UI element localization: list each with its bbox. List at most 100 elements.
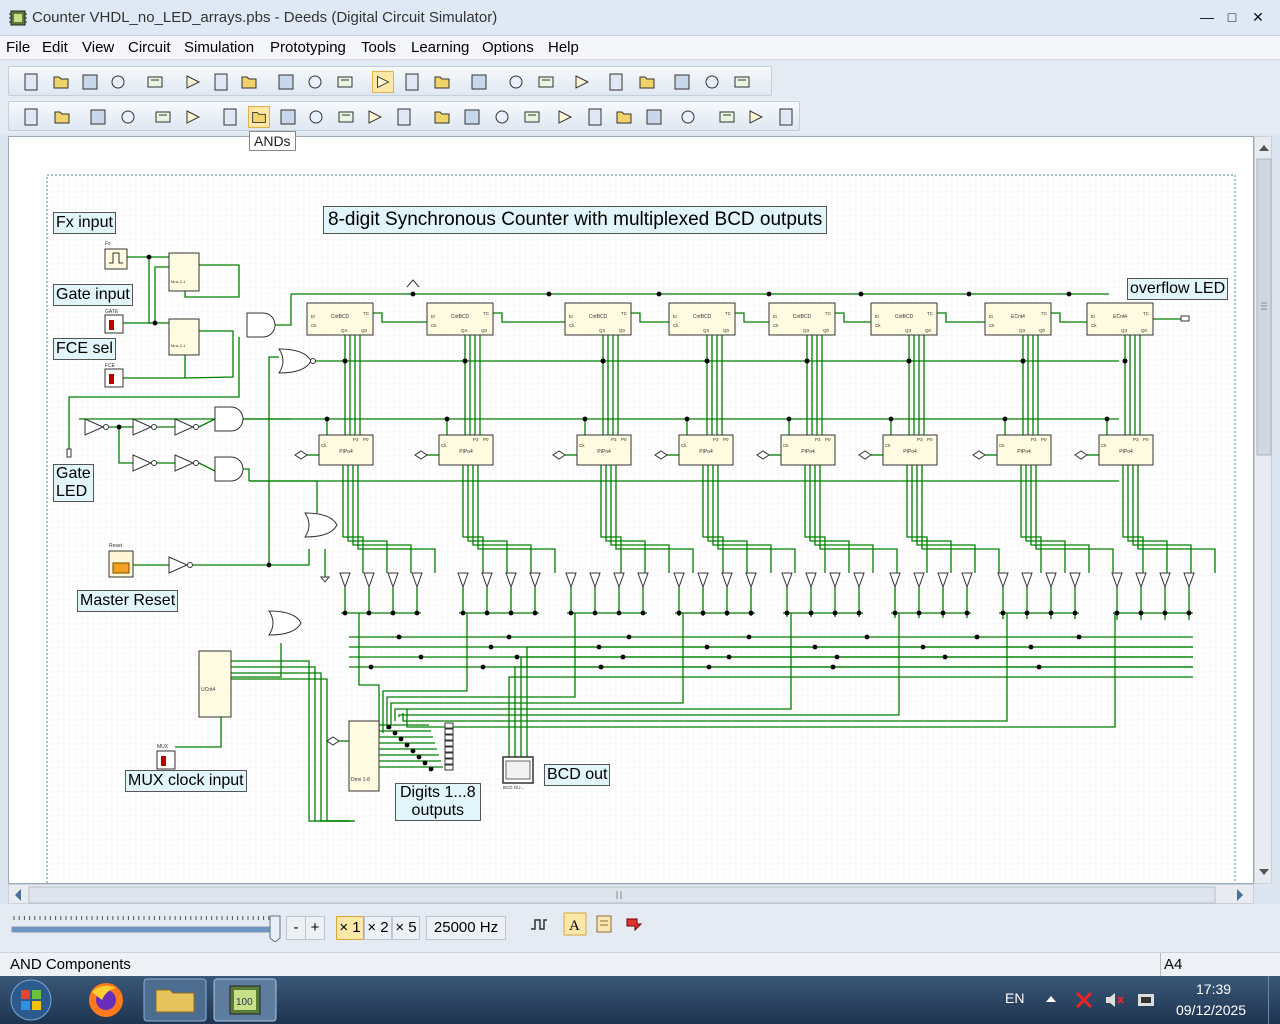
and-gate-led-a[interactable]	[215, 407, 243, 431]
digit-output-led[interactable]	[445, 723, 453, 728]
zoom-in-icon[interactable]	[275, 71, 297, 93]
notes-icon[interactable]	[594, 914, 614, 934]
speed-minus-button[interactable]: -	[286, 916, 306, 940]
horizontal-scrollbar[interactable]	[8, 884, 1254, 904]
clock-date[interactable]: 09/12/2025	[1176, 1002, 1246, 1018]
action-center-icon[interactable]	[1136, 990, 1158, 1010]
eraser-icon[interactable]	[468, 71, 490, 93]
encoder-icon[interactable]	[491, 106, 513, 128]
bus-icon[interactable]	[745, 106, 767, 128]
fpga-board-icon[interactable]	[605, 71, 627, 93]
digit-output-led[interactable]	[445, 753, 453, 758]
start-orb-icon[interactable]	[8, 978, 54, 1022]
volume-muted-icon[interactable]	[1104, 990, 1126, 1010]
mux-clock-counter[interactable]	[199, 651, 231, 717]
pushbutton-icon[interactable]	[117, 106, 139, 128]
chip-c-icon[interactable]	[731, 71, 753, 93]
nand-icon[interactable]	[305, 106, 327, 128]
print-icon[interactable]	[107, 71, 129, 93]
mux-2-1-b[interactable]	[169, 319, 199, 355]
vertical-scroll-thumb[interactable]	[1257, 159, 1271, 455]
decoder-icon[interactable]	[521, 106, 543, 128]
label-icon[interactable]	[775, 106, 797, 128]
menu-prototyping[interactable]: Prototyping	[270, 39, 346, 56]
nor-icon[interactable]	[335, 106, 357, 128]
clock-icon[interactable]	[87, 106, 109, 128]
rom-icon[interactable]	[643, 106, 665, 128]
chip-b-icon[interactable]	[701, 71, 723, 93]
speed-slider-thumb[interactable]	[270, 916, 280, 942]
input-switch-icon[interactable]	[20, 106, 42, 128]
maximize-button[interactable]: □	[1221, 6, 1243, 28]
timing-diagram-icon[interactable]	[535, 71, 557, 93]
cpu-icon[interactable]	[716, 106, 738, 128]
open-folder-icon[interactable]	[50, 71, 72, 93]
cut-icon[interactable]	[182, 71, 204, 93]
show-desktop-button[interactable]	[1268, 976, 1280, 1024]
flipflop-icon[interactable]	[554, 106, 576, 128]
multiplier-x1-button[interactable]: × 1	[336, 916, 364, 940]
firefox-icon[interactable]	[78, 978, 134, 1022]
buffer-icon[interactable]	[219, 106, 241, 128]
digit-output-led[interactable]	[445, 759, 453, 764]
file-explorer-icon[interactable]	[142, 978, 208, 1022]
network-error-icon[interactable]	[1074, 990, 1094, 1010]
text-tool-icon[interactable]: A	[563, 912, 587, 936]
xnor-icon[interactable]	[393, 106, 415, 128]
digit-output-led[interactable]	[445, 735, 453, 740]
digit-output-led[interactable]	[445, 741, 453, 746]
digit-output-led[interactable]	[445, 747, 453, 752]
schematic-canvas[interactable]: CntBCDEiCkTCQ3Q0CntBCDEiCkTCQ3Q0CntBCDEi…	[8, 136, 1254, 884]
menu-simulation[interactable]: Simulation	[184, 39, 254, 56]
paste-icon[interactable]	[238, 71, 260, 93]
overflow-led[interactable]	[1181, 316, 1189, 321]
mux-icon[interactable]	[431, 106, 453, 128]
language-indicator[interactable]: EN	[1005, 990, 1024, 1006]
deeds-app-icon[interactable]: 100	[212, 978, 278, 1022]
scroll-down-arrow-icon[interactable]	[1259, 869, 1269, 875]
speed-slider[interactable]	[10, 912, 282, 942]
gate-led[interactable]	[67, 449, 71, 457]
mux-2-1-a[interactable]	[169, 253, 199, 291]
select-arrow-icon[interactable]	[372, 71, 394, 93]
wire-cross-icon[interactable]	[182, 106, 204, 128]
wire-pen-icon[interactable]	[401, 71, 423, 93]
chip-a-icon[interactable]	[671, 71, 693, 93]
speed-plus-button[interactable]: +	[305, 916, 325, 940]
horizontal-scroll-thumb[interactable]	[29, 887, 1215, 903]
menu-view[interactable]: View	[82, 39, 114, 56]
clock-time[interactable]: 17:39	[1196, 981, 1231, 997]
and-gate-led-b[interactable]	[215, 457, 243, 481]
pan-hand-icon[interactable]	[334, 71, 356, 93]
simulate-play-icon[interactable]	[505, 71, 527, 93]
output-led-icon[interactable]	[51, 106, 73, 128]
show-hidden-icons-icon[interactable]	[1044, 992, 1058, 1006]
menu-options[interactable]: Options	[482, 39, 534, 56]
multiplier-x2-button[interactable]: × 2	[364, 916, 392, 940]
register-icon[interactable]	[584, 106, 606, 128]
copy-icon[interactable]	[210, 71, 232, 93]
scroll-up-arrow-icon[interactable]	[1259, 145, 1269, 151]
save-icon[interactable]	[79, 71, 101, 93]
memory-icon[interactable]	[636, 71, 658, 93]
zoom-out-icon[interactable]	[304, 71, 326, 93]
and-gate-enable[interactable]	[247, 313, 275, 337]
digit-output-led[interactable]	[445, 765, 453, 770]
demux-icon[interactable]	[461, 106, 483, 128]
scroll-right-arrow-icon[interactable]	[1237, 889, 1243, 901]
or-gate-icon[interactable]	[277, 106, 299, 128]
menu-edit[interactable]: Edit	[42, 39, 68, 56]
and-gate-icon[interactable]	[248, 106, 270, 128]
menu-circuit[interactable]: Circuit	[128, 39, 171, 56]
vertical-scrollbar[interactable]	[1254, 136, 1272, 884]
menu-file[interactable]: File	[6, 39, 30, 56]
step-clock-icon[interactable]	[528, 914, 550, 936]
align-icon[interactable]	[571, 71, 593, 93]
wire-node-icon[interactable]	[152, 106, 174, 128]
menu-tools[interactable]: Tools	[361, 39, 396, 56]
fx-clock-source[interactable]	[105, 249, 127, 269]
undo-icon[interactable]	[144, 71, 166, 93]
minimize-button[interactable]: —	[1196, 6, 1218, 28]
ram-icon[interactable]	[677, 106, 699, 128]
component-edit-icon[interactable]	[431, 71, 453, 93]
